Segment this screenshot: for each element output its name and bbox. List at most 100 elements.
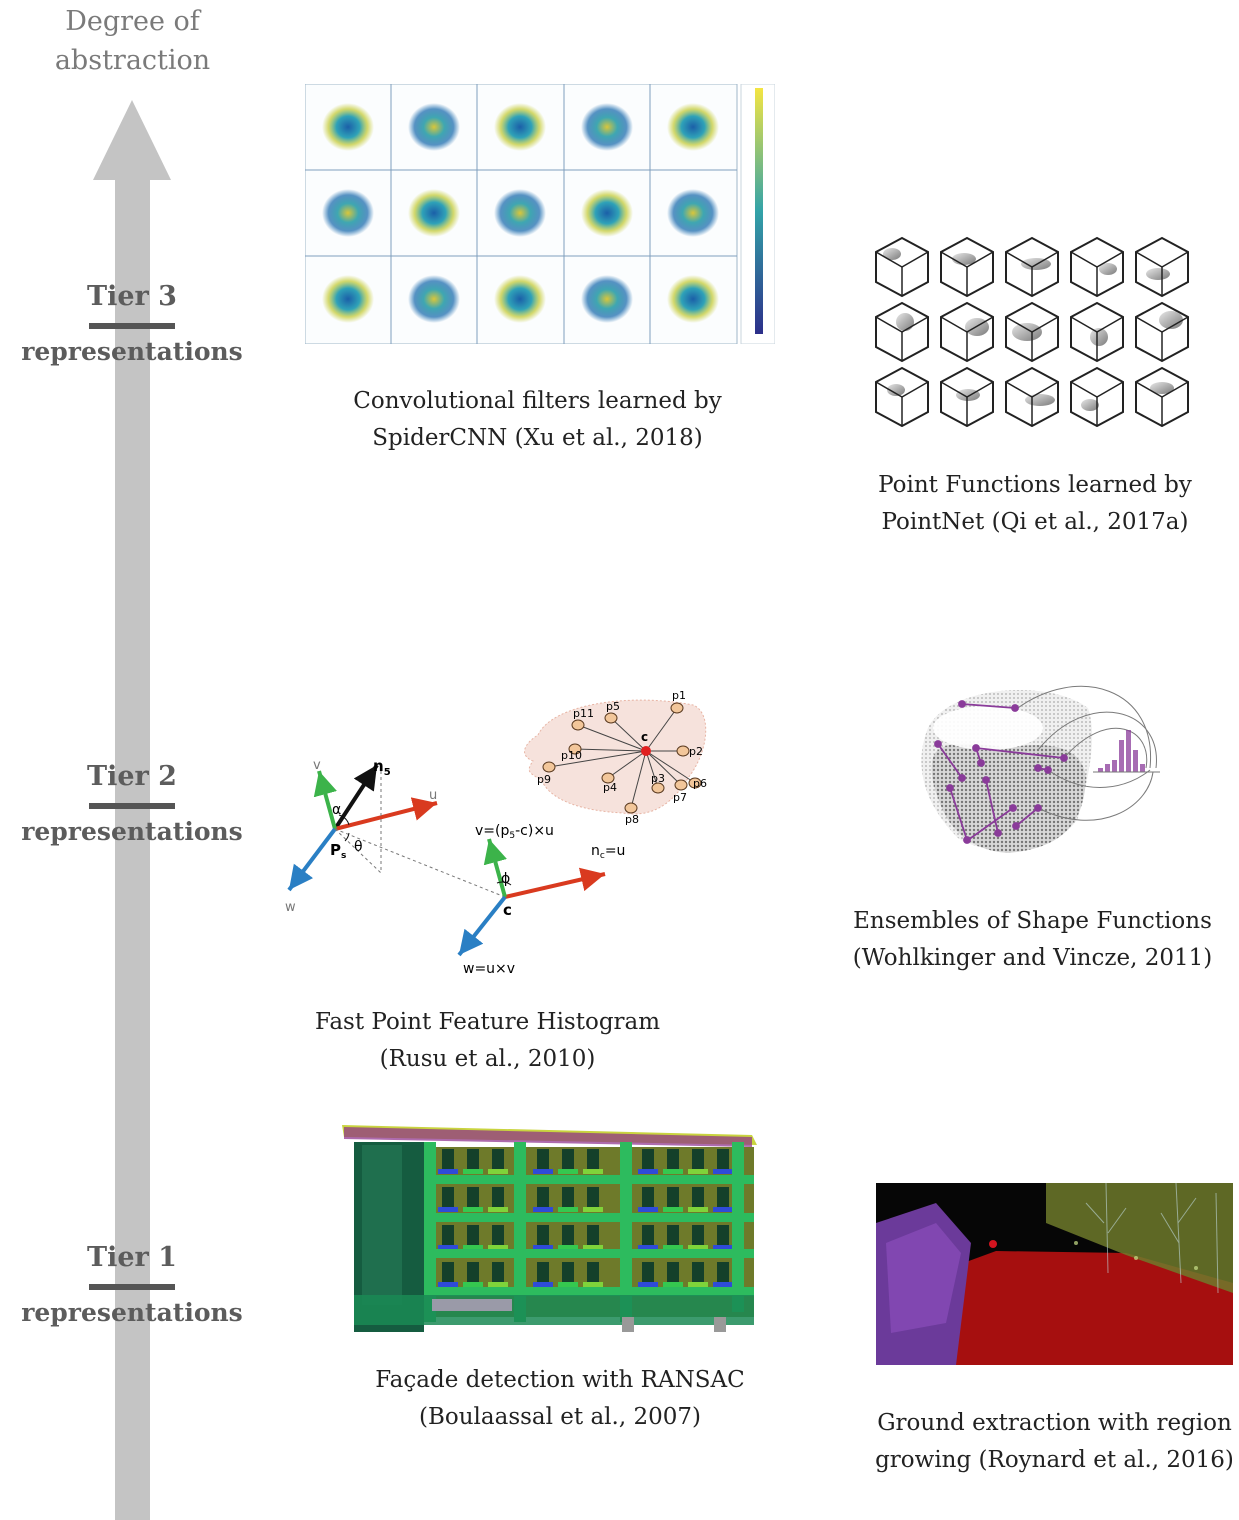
- fpfh-u-label: u: [429, 788, 437, 803]
- axis-title: Degree of abstraction: [20, 2, 245, 80]
- spidercnn-filter-grid: [305, 84, 775, 344]
- pointnet-caption-line2: PointNet (Qi et al., 2017a): [881, 509, 1189, 535]
- fpfh-point-label: p1: [672, 689, 686, 702]
- fpfh-centroid-label: c: [641, 730, 648, 744]
- fpfh-point-label: p5: [606, 700, 620, 713]
- tier-1-bar: [89, 1284, 175, 1290]
- fpfh-ns-label: n5: [373, 757, 391, 778]
- point-function-cube: [1135, 366, 1189, 427]
- point-function-cube: [940, 366, 994, 427]
- fpfh-point-label: p8: [625, 813, 639, 826]
- filter-blob: [494, 103, 546, 151]
- point-function-cube: [1005, 301, 1059, 363]
- fpfh-alpha-label: α: [332, 802, 341, 818]
- point-function-cube: [875, 236, 929, 298]
- filter-blob: [408, 103, 460, 151]
- tier-2-name: Tier 2: [87, 761, 177, 792]
- filter-blob: [581, 275, 633, 323]
- filter-blob: [322, 275, 374, 323]
- esf-caption-line2: (Wohlkinger and Vincze, 2011): [852, 945, 1213, 971]
- pointnet-functions-figure: [868, 232, 1198, 427]
- ransac-caption-line1: Façade detection with RANSAC: [375, 1367, 745, 1393]
- filter-blob: [322, 189, 374, 237]
- point-function-cube: [1070, 366, 1124, 427]
- filter-blob: [581, 189, 633, 237]
- region-caption: Ground extraction with region growing (R…: [862, 1405, 1239, 1479]
- fpfh-figure: c p1 p2 p3 p4 p5 p6 p7 p8 p9 p10 p11 v n…: [253, 683, 715, 976]
- fpfh-vc-label: v=(p5-c)×u: [475, 823, 554, 841]
- fpfh-theta-label: θ: [354, 839, 363, 855]
- point-function-cube: [1070, 236, 1124, 298]
- tier-2-subtitle: representations: [21, 817, 243, 846]
- point-function-cube: [940, 236, 994, 298]
- tier-3-subtitle: representations: [21, 337, 243, 366]
- spidercnn-caption: Convolutional filters learned by SpiderC…: [330, 383, 745, 457]
- ransac-caption-line2: (Boulaassal et al., 2007): [419, 1404, 701, 1430]
- region-caption-line2: growing (Roynard et al., 2016): [875, 1447, 1234, 1473]
- tier-1-name: Tier 1: [87, 1242, 177, 1273]
- abstraction-axis-shaft: [115, 176, 150, 1520]
- ransac-facade-pointcloud: [342, 1125, 757, 1332]
- fpfh-point-label: p3: [651, 772, 665, 785]
- tier-3-bar: [89, 323, 175, 329]
- filter-blob: [494, 275, 546, 323]
- filter-blob: [667, 103, 719, 151]
- fpfh-v-label: v: [313, 758, 321, 773]
- esf-figure: [888, 668, 1168, 863]
- tier-3-name: Tier 3: [87, 281, 177, 312]
- fpfh-ns-symbol: n: [373, 757, 384, 775]
- esf-caption-line1: Ensembles of Shape Functions: [853, 908, 1212, 934]
- fpfh-ps-subscript: s: [341, 851, 346, 861]
- fpfh-caption-line1: Fast Point Feature Histogram: [314, 1009, 661, 1035]
- filter-blob: [408, 275, 460, 323]
- tier-2-label: Tier 2 representations: [0, 760, 264, 847]
- pointnet-caption-line1: Point Functions learned by: [878, 472, 1192, 498]
- region-growing-scene: [876, 1183, 1233, 1365]
- spidercnn-filters-figure: [305, 84, 775, 344]
- point-function-cube: [1005, 236, 1059, 298]
- filter-blob: [322, 103, 374, 151]
- tier-3-label: Tier 3 representations: [0, 280, 264, 367]
- point-function-cube: [1135, 236, 1189, 298]
- fpfh-ps-label: Ps: [330, 841, 346, 861]
- fpfh-caption: Fast Point Feature Histogram (Rusu et al…: [290, 1004, 685, 1078]
- spidercnn-caption-line1: Convolutional filters learned by: [353, 388, 722, 414]
- fpfh-nc-symbol: n: [591, 843, 600, 859]
- tier-1-subtitle: representations: [21, 1298, 243, 1327]
- fpfh-ns-subscript: 5: [384, 767, 391, 778]
- pointnet-caption: Point Functions learned by PointNet (Qi …: [855, 467, 1215, 541]
- region-caption-line1: Ground extraction with region: [877, 1410, 1232, 1436]
- ransac-facade-figure: [332, 1117, 772, 1332]
- fpfh-vc-subscript: 5: [509, 831, 515, 841]
- tier-2-bar: [89, 803, 175, 809]
- fpfh-point-label: p7: [673, 791, 687, 804]
- tier-1-label: Tier 1 representations: [0, 1241, 264, 1328]
- fpfh-nc-subscript: c: [600, 851, 605, 861]
- fpfh-ps-symbol: P: [330, 841, 341, 859]
- fpfh-phi-label: ϕ: [501, 871, 510, 887]
- fpfh-diagram: c p1 p2 p3 p4 p5 p6 p7 p8 p9 p10 p11 v n…: [285, 689, 707, 976]
- filter-blob: [667, 275, 719, 323]
- abstraction-arrowhead: [93, 100, 171, 180]
- pointnet-cube-grid: [875, 236, 1189, 427]
- fpfh-point-label: p4: [603, 781, 617, 794]
- fpfh-w-label: w: [285, 900, 296, 915]
- spidercnn-caption-line2: SpiderCNN (Xu et al., 2018): [372, 425, 703, 451]
- fpfh-nc-rest: =u: [605, 843, 626, 859]
- point-function-cube: [1070, 301, 1124, 363]
- esf-diagram: [921, 686, 1160, 853]
- fpfh-point-label: p2: [689, 745, 703, 758]
- fpfh-caption-line2: (Rusu et al., 2010): [379, 1046, 596, 1072]
- region-growing-figure: [876, 1183, 1233, 1365]
- fpfh-point-label: p10: [561, 749, 582, 762]
- fpfh-wc-label: w=u×v: [463, 961, 515, 976]
- point-function-cube: [875, 301, 929, 363]
- fpfh-point-label: p11: [573, 707, 594, 720]
- fpfh-c-label: c: [503, 901, 512, 919]
- filter-blob: [667, 189, 719, 237]
- filter-blob: [494, 189, 546, 237]
- point-function-cube: [875, 366, 929, 427]
- point-function-cube: [1135, 301, 1189, 363]
- fpfh-point-label: p9: [537, 773, 551, 786]
- point-function-cube: [1005, 366, 1059, 427]
